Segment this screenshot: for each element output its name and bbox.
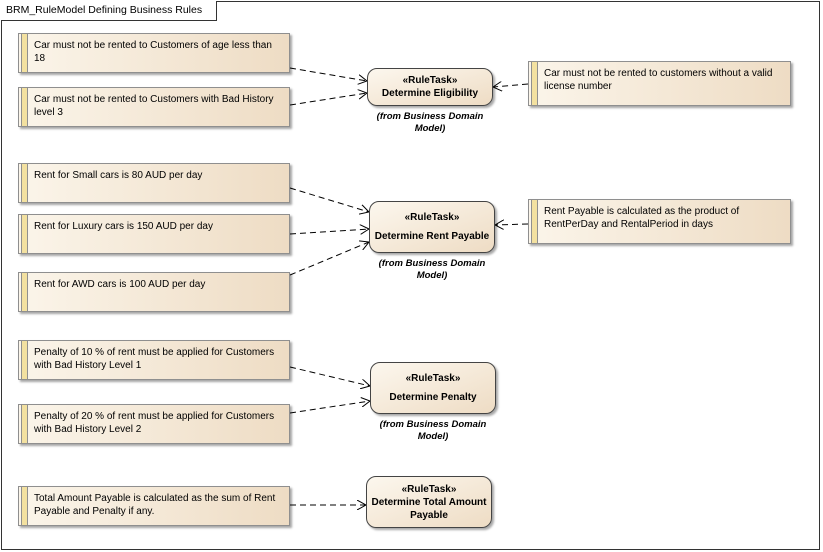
stereotype-label: «RuleTask» — [405, 373, 461, 384]
rule-note-penalty-20[interactable]: Penalty of 20 % of rent must be applied … — [18, 404, 290, 444]
task-name: Determine Penalty — [389, 392, 477, 403]
rule-note-rent-calc[interactable]: Rent Payable is calculated as the produc… — [528, 199, 791, 244]
rule-note-small-cars[interactable]: Rent for Small cars is 80 AUD per day — [18, 163, 290, 203]
rule-task-determine-total-amount-payable[interactable]: «RuleTask» Determine Total Amount Payabl… — [366, 476, 492, 528]
stereotype-label: «RuleTask» — [402, 75, 458, 86]
stereotype-label: «RuleTask» — [401, 483, 457, 495]
rule-task-determine-rent-payable[interactable]: «RuleTask» Determine Rent Payable — [369, 201, 495, 253]
rule-task-determine-penalty[interactable]: «RuleTask» Determine Penalty — [370, 362, 496, 414]
diagram-title: BRM_RuleModel Defining Business Rules — [1, 1, 218, 21]
rule-note-bad-history-3[interactable]: Car must not be rented to Customers with… — [18, 87, 290, 127]
rule-task-determine-eligibility[interactable]: «RuleTask» Determine Eligibility — [367, 68, 493, 106]
from-label-penalty: (from Business Domain Model) — [379, 419, 487, 442]
rule-note-luxury-cars[interactable]: Rent for Luxury cars is 150 AUD per day — [18, 214, 290, 254]
rule-note-penalty-10[interactable]: Penalty of 10 % of rent must be applied … — [18, 340, 290, 380]
from-label-rent: (from Business Domain Model) — [378, 258, 486, 281]
task-name: Determine Total Amount Payable — [371, 496, 487, 521]
task-name: Determine Rent Payable — [374, 231, 490, 242]
from-label-eligibility: (from Business Domain Model) — [376, 111, 484, 134]
rule-note-license[interactable]: Car must not be rented to customers with… — [528, 61, 791, 106]
stereotype-label: «RuleTask» — [404, 212, 460, 223]
rule-note-age[interactable]: Car must not be rented to Customers of a… — [18, 33, 290, 73]
rule-note-total-calc[interactable]: Total Amount Payable is calculated as th… — [18, 486, 290, 526]
task-name: Determine Eligibility — [381, 88, 479, 99]
rule-note-awd-cars[interactable]: Rent for AWD cars is 100 AUD per day — [18, 272, 290, 312]
